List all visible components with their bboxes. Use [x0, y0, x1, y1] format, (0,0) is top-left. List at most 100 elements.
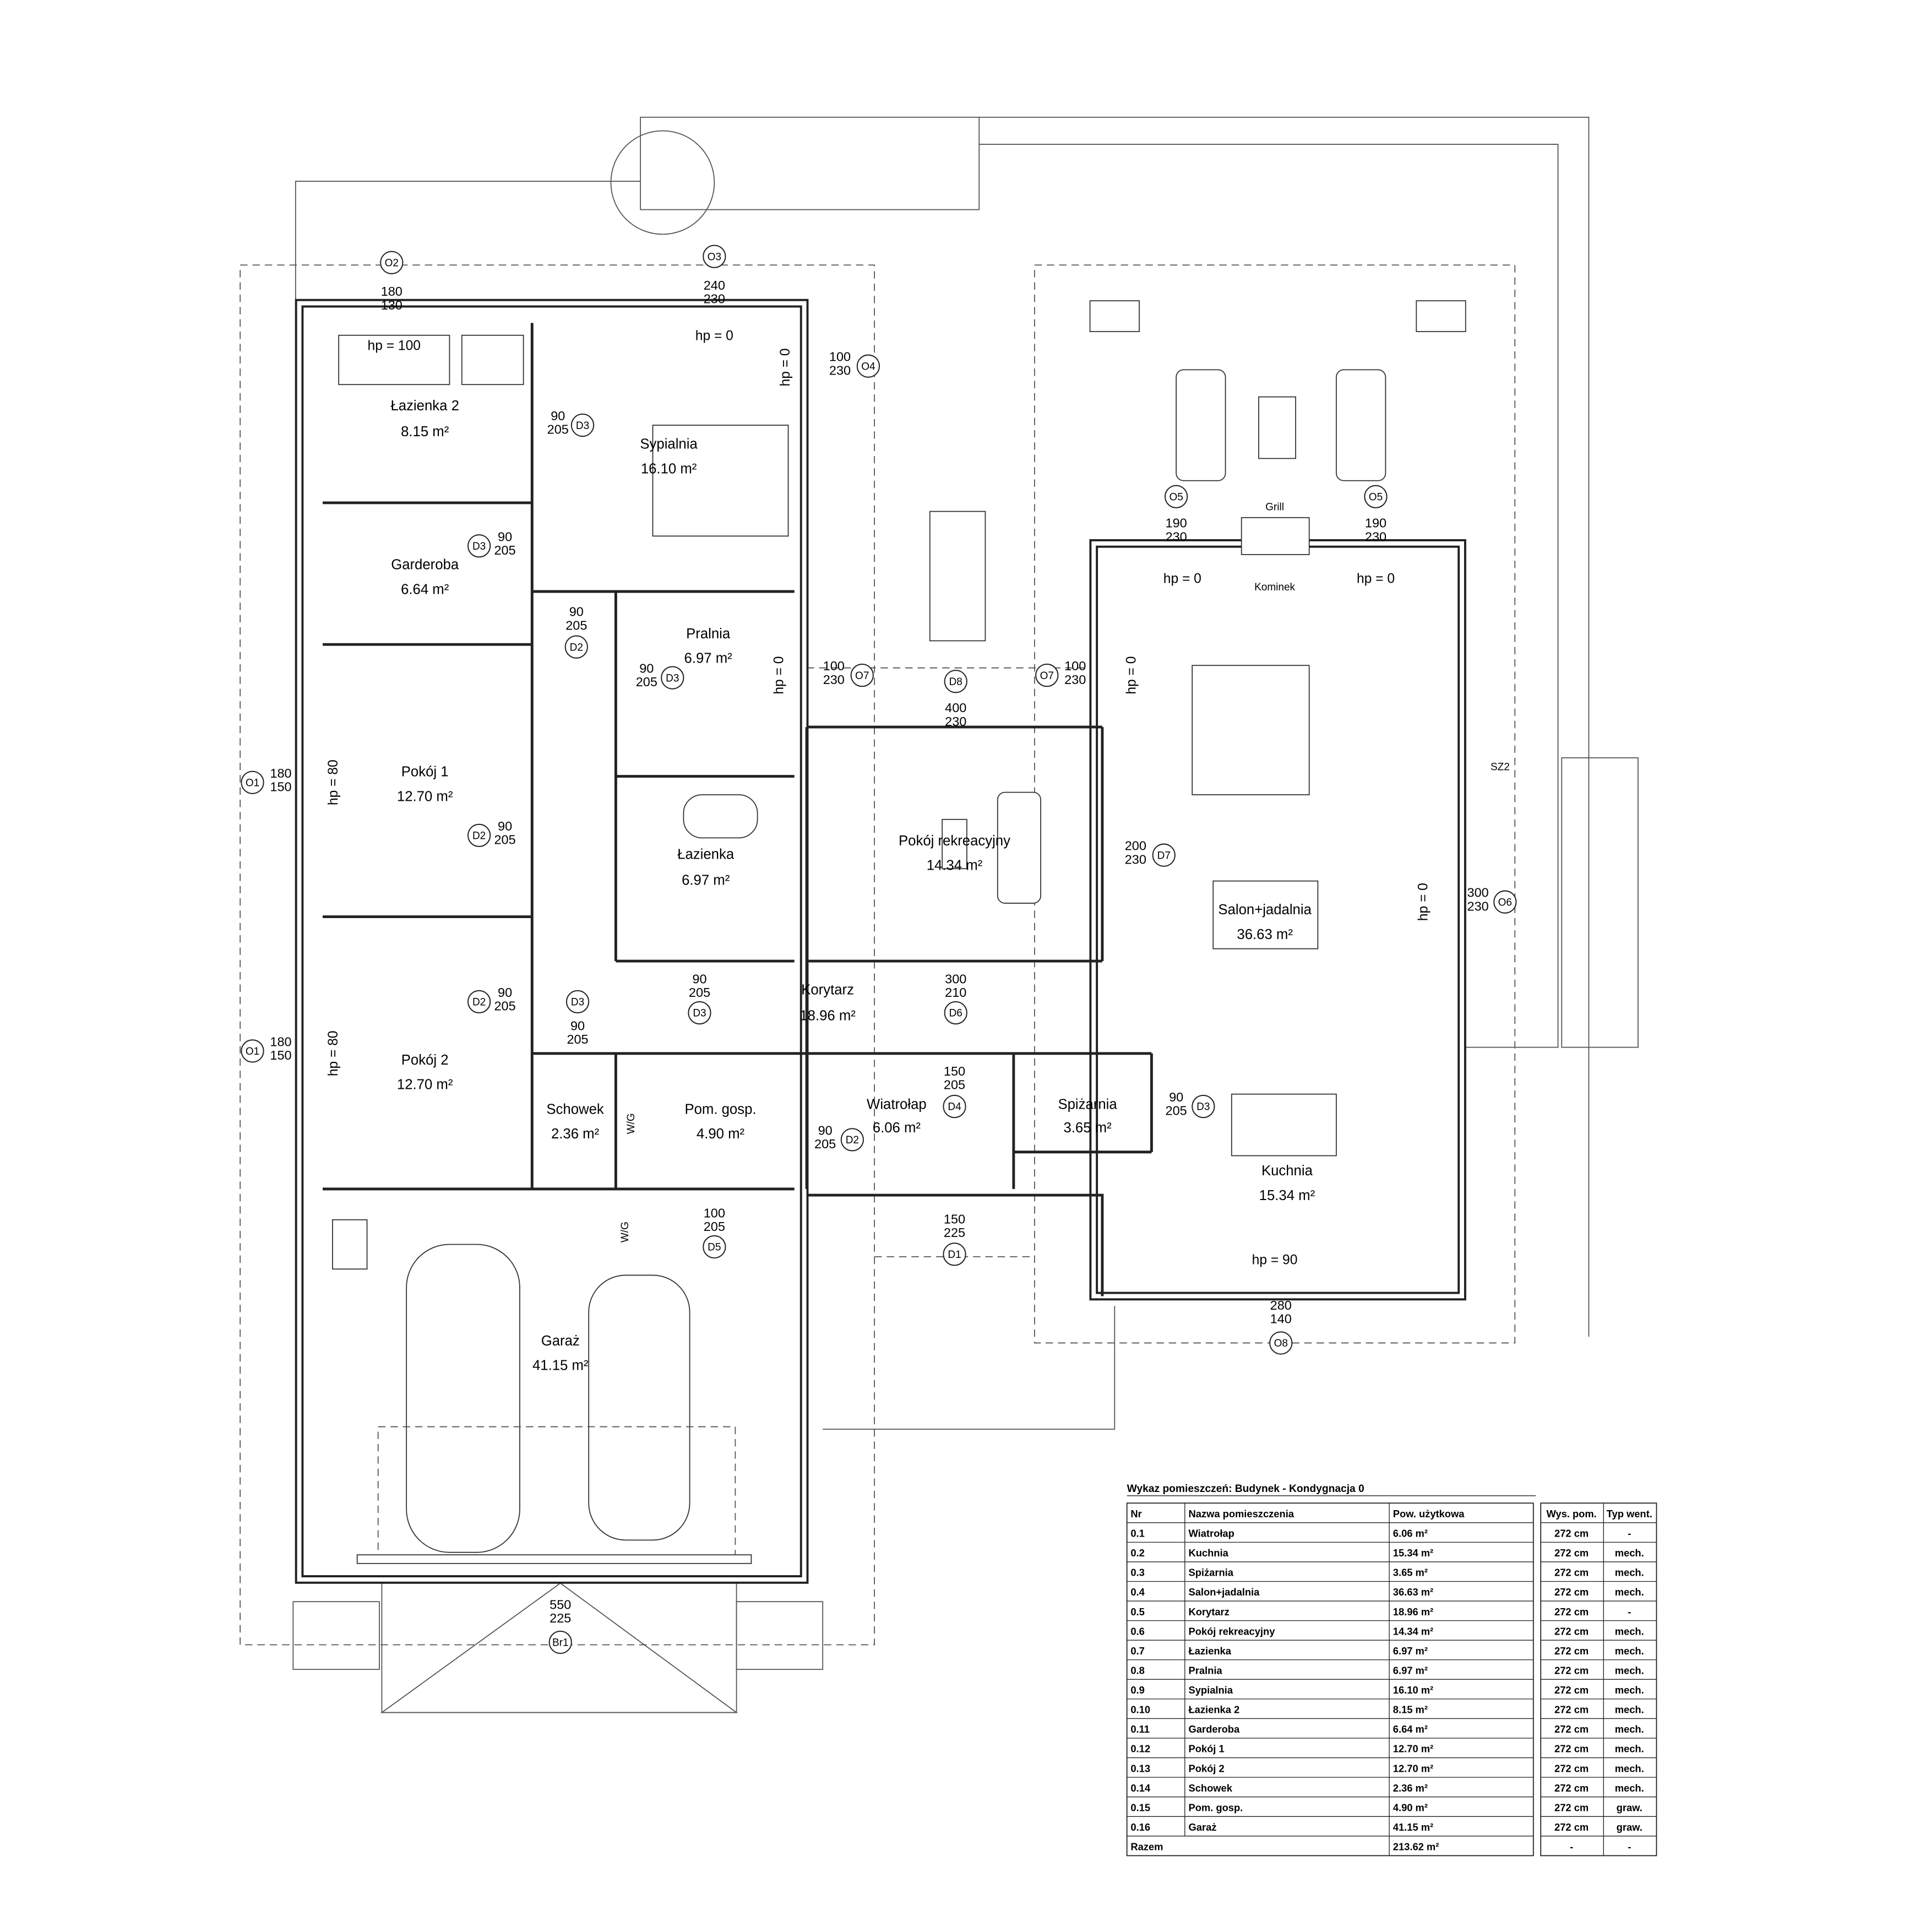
- schedule-cell: Wiatrołap: [1188, 1528, 1234, 1539]
- schedule-cell: 272 cm: [1554, 1528, 1589, 1539]
- schedule-cell: 41.15 m²: [1393, 1821, 1433, 1833]
- room-name-schowek: Schowek: [546, 1101, 603, 1117]
- room-name-pralnia: Pralnia: [686, 626, 731, 642]
- room-name-lazienka: Łazienka: [677, 846, 735, 862]
- opening-width: 150: [944, 1064, 965, 1078]
- room-name-pokoj-1: Pokój 1: [401, 764, 449, 780]
- schedule-cell: mech.: [1615, 1762, 1644, 1774]
- opening-tag-circle: [943, 1094, 966, 1119]
- room-name-sypialnia: Sypialnia: [640, 437, 698, 452]
- opening-tag-circle: [661, 666, 684, 690]
- opening-tag: O7: [855, 670, 869, 682]
- opening-height: 210: [945, 985, 966, 1000]
- schedule-cell: Spiżarnia: [1188, 1567, 1233, 1578]
- sill-height: hp = 100: [368, 339, 421, 354]
- opening-tag: D4: [948, 1101, 961, 1113]
- schedule-cell: Pokój 1: [1188, 1743, 1224, 1755]
- opening-tag: D1: [948, 1249, 961, 1261]
- opening-tag-circle: [1035, 663, 1059, 687]
- opening-tag: D8: [949, 676, 962, 688]
- room-area-spizarnia: 3.65 m²: [1063, 1120, 1112, 1136]
- schedule-title: Wykaz pomieszczeń: Budynek - Kondygnacja…: [1127, 1483, 1364, 1495]
- schedule-cell: mech.: [1615, 1586, 1644, 1598]
- opening-tag-circle: [380, 251, 404, 274]
- schedule-cell: Pralnia: [1188, 1664, 1222, 1676]
- schedule-cell: mech.: [1615, 1567, 1644, 1578]
- schedule-cell: 272 cm: [1554, 1547, 1589, 1559]
- schedule-cell: 272 cm: [1554, 1762, 1589, 1774]
- opening-height: 230: [1125, 852, 1146, 866]
- opening-height: 230: [945, 714, 966, 729]
- opening-tag: O6: [1498, 897, 1512, 908]
- schedule-cell: -: [1628, 1528, 1631, 1539]
- opening-height: 150: [270, 1048, 291, 1062]
- schedule-cell: 272 cm: [1554, 1606, 1589, 1618]
- opening-height: 205: [567, 1032, 588, 1046]
- schedule-cell: 6.97 m²: [1393, 1664, 1428, 1676]
- room-area-pokoj-2: 12.70 m²: [397, 1077, 453, 1093]
- schedule-total-height: -: [1570, 1841, 1573, 1853]
- opening-tag: D3: [472, 541, 486, 552]
- opening-height: 205: [814, 1137, 836, 1151]
- sill-height: hp = 0: [778, 348, 793, 386]
- schedule-cell: 0.4: [1130, 1586, 1145, 1598]
- schedule-cell: 12.70 m²: [1393, 1743, 1433, 1755]
- ventilation-label: W/G: [619, 1222, 631, 1242]
- room-name-pom-gosp: Pom. gosp.: [684, 1101, 756, 1117]
- opening-height: 205: [636, 675, 657, 689]
- opening-width: 90: [498, 819, 512, 833]
- schedule-cell: 0.7: [1130, 1645, 1144, 1657]
- schedule-cell: Schowek: [1188, 1782, 1232, 1794]
- opening-tag-circle: [467, 990, 491, 1014]
- schedule-cell: 12.70 m²: [1393, 1762, 1433, 1774]
- schedule-cell: 0.1: [1130, 1528, 1144, 1539]
- schedule-cell: -: [1628, 1606, 1631, 1618]
- room-area-garderoba: 6.64 m²: [401, 582, 449, 597]
- schedule-cell: graw.: [1617, 1821, 1642, 1833]
- opening-width: 300: [945, 972, 966, 986]
- opening-tag-circle: [944, 1001, 967, 1025]
- opening-width: 100: [1064, 659, 1086, 673]
- opening-height: 205: [565, 618, 587, 632]
- schedule-cell: 18.96 m²: [1393, 1606, 1433, 1618]
- schedule-cell: 272 cm: [1554, 1684, 1589, 1696]
- schedule-cell: Pokój rekreacyjny: [1188, 1625, 1275, 1637]
- opening-tag-circle: [840, 1128, 864, 1152]
- furniture: [332, 300, 1466, 1564]
- schedule-cell: 0.12: [1130, 1743, 1150, 1755]
- schedule-cell: 6.97 m²: [1393, 1645, 1428, 1657]
- opening-width: 280: [1270, 1298, 1292, 1312]
- opening-tag: D3: [576, 420, 589, 432]
- room-area-kuchnia: 15.34 m²: [1259, 1188, 1315, 1203]
- opening-width: 90: [570, 1018, 585, 1033]
- opening-height: 230: [823, 672, 845, 687]
- opening-tag: D6: [949, 1008, 962, 1019]
- opening-tag: D2: [472, 997, 486, 1008]
- schedule-cell: mech.: [1615, 1625, 1644, 1637]
- opening-tag-circle: [565, 990, 590, 1014]
- opening-tag-circle: [703, 1235, 726, 1259]
- schedule-cell: Pom. gosp.: [1188, 1801, 1243, 1813]
- schedule-cell: 0.2: [1130, 1547, 1144, 1559]
- sill-height: hp = 0: [1163, 571, 1201, 586]
- opening-tag-circle: [1493, 890, 1517, 914]
- schedule-cell: 272 cm: [1554, 1801, 1589, 1813]
- schedule-cell: mech.: [1615, 1664, 1644, 1676]
- room-area-schowek: 2.36 m²: [551, 1126, 600, 1142]
